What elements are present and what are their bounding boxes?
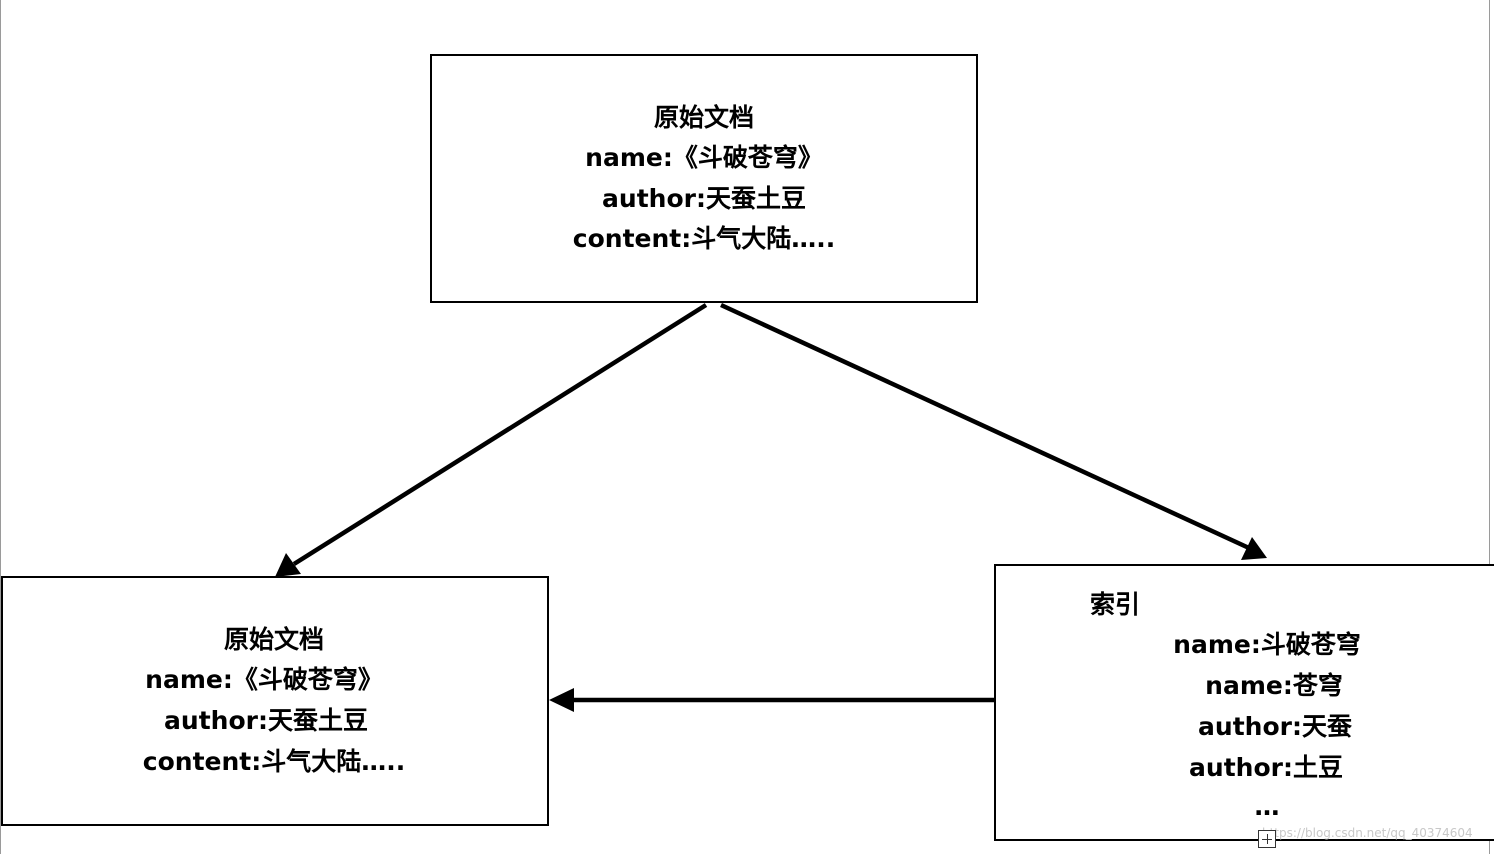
- index-entry-ellipsis: …: [1254, 792, 1280, 821]
- node-index-title: 索引: [1090, 590, 1141, 619]
- node-top-content: content:斗气大陆…..: [572, 224, 836, 253]
- index-entry: name:苍穹: [1205, 671, 1343, 700]
- edge-top-to-right: [720, 302, 1250, 551]
- index-entry: author:土豆: [1189, 753, 1343, 782]
- node-top-name: name:《斗破苍穹》: [585, 143, 823, 172]
- node-original-document-top: [430, 54, 978, 303]
- arrowhead-top-to-right: [1241, 537, 1267, 560]
- node-left-author: author:天蚕土豆: [164, 706, 368, 735]
- node-left-name: name:《斗破苍穹》: [145, 665, 383, 694]
- node-left-content: content:斗气大陆…..: [142, 747, 406, 776]
- node-top-title: 原始文档: [653, 103, 755, 132]
- watermark-text: https://blog.csdn.net/qq_40374604: [1262, 826, 1473, 840]
- edge-top-to-left: [292, 303, 708, 566]
- index-entry: author:天蚕: [1198, 712, 1352, 741]
- arrowhead-right-to-left: [549, 688, 574, 712]
- arrowhead-top-to-left: [275, 553, 301, 577]
- node-original-document-left: [1, 576, 549, 826]
- node-top-author: author:天蚕土豆: [602, 184, 806, 213]
- node-left-title: 原始文档: [223, 625, 325, 654]
- canvas-left-edge: [0, 0, 1, 854]
- index-entry: name:斗破苍穹: [1173, 630, 1361, 659]
- expand-plus-icon[interactable]: [1258, 830, 1276, 848]
- canvas-right-edge: [1489, 0, 1490, 854]
- node-index: [994, 564, 1494, 841]
